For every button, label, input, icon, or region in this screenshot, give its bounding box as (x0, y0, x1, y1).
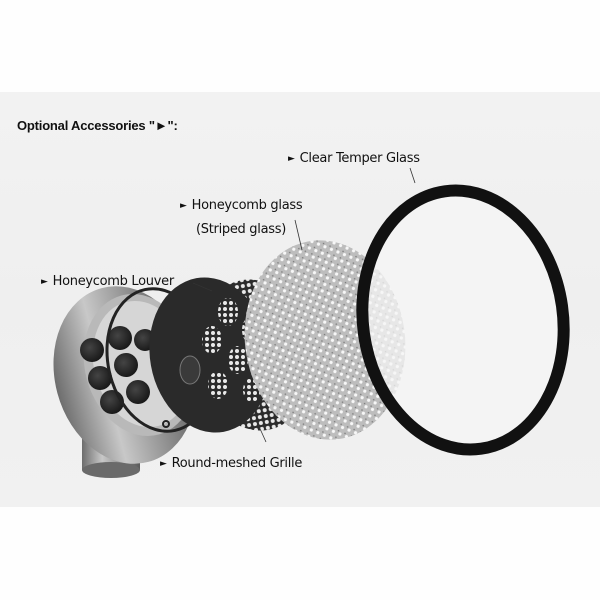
arrow-icon: ► (288, 154, 295, 164)
label-honeycomb-glass: ►Honeycomb glass (180, 198, 303, 213)
leader-lines (192, 167, 416, 443)
arrow-icon: ► (41, 277, 48, 287)
label-honeycomb-louver: ►Honeycomb Louver (41, 274, 174, 289)
accessories-heading: Optional Accessories "►": (17, 118, 178, 133)
label-striped-glass: (Striped glass) (196, 222, 286, 237)
label-clear-temper-glass: ►Clear Temper Glass (288, 151, 420, 166)
arrow-icon: ► (180, 201, 187, 211)
arrow-icon: ► (160, 459, 167, 469)
clear-temper-glass (356, 184, 570, 456)
label-round-meshed-grille: ►Round-meshed Grille (160, 456, 303, 471)
